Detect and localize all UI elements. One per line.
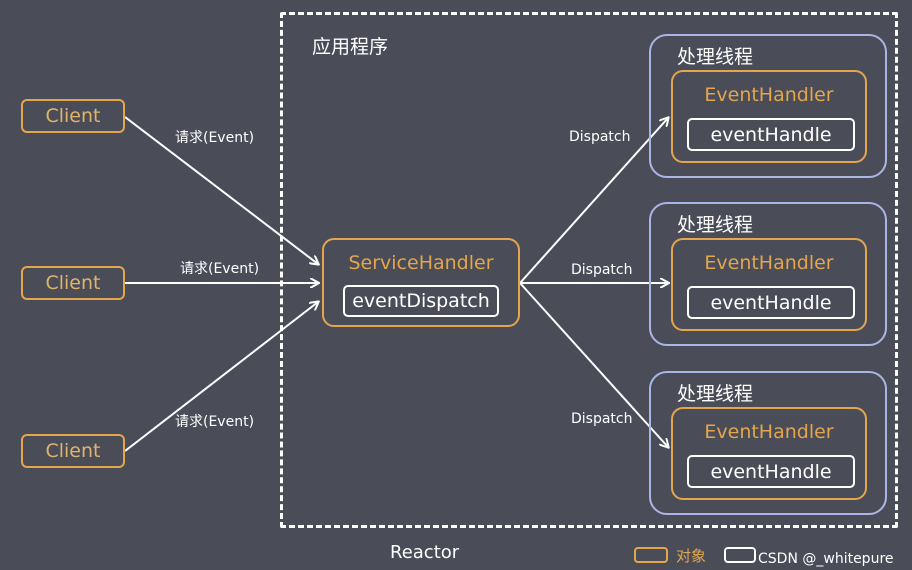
event-handler-box: EventHandler eventHandle bbox=[671, 407, 867, 500]
event-handler-title: EventHandler bbox=[704, 421, 834, 443]
request-label-2: 请求(Event) bbox=[180, 261, 260, 277]
event-handler-box: EventHandler eventHandle bbox=[671, 238, 867, 331]
legend-method-swatch bbox=[724, 547, 756, 563]
event-handle-method: eventHandle bbox=[687, 118, 855, 151]
legend-object-swatch bbox=[634, 547, 668, 563]
application-boundary bbox=[280, 12, 898, 528]
processing-thread-2: 处理线程 EventHandler eventHandle bbox=[649, 202, 887, 346]
request-label-1: 请求(Event) bbox=[175, 130, 255, 146]
processing-thread-3: 处理线程 EventHandler eventHandle bbox=[649, 371, 887, 515]
dispatch-label-2: Dispatch bbox=[571, 262, 633, 278]
client1-to-service-arrow bbox=[124, 116, 318, 264]
thread-title: 处理线程 bbox=[677, 383, 754, 405]
client-box-2: Client bbox=[21, 266, 125, 300]
dispatch-label-3: Dispatch bbox=[571, 411, 633, 427]
client-box-1: Client bbox=[21, 99, 125, 133]
reactor-label: Reactor bbox=[390, 542, 460, 563]
event-handler-title: EventHandler bbox=[704, 84, 834, 106]
watermark-text: CSDN @_whitepure bbox=[758, 551, 894, 567]
request-label-3: 请求(Event) bbox=[175, 414, 255, 430]
client3-to-service-arrow bbox=[124, 302, 318, 452]
service-handler-title: ServiceHandler bbox=[348, 252, 494, 274]
service-to-thread3-arrow bbox=[519, 282, 668, 447]
thread-title: 处理线程 bbox=[677, 214, 754, 236]
event-handle-method: eventHandle bbox=[687, 286, 855, 319]
event-dispatch-method: eventDispatch bbox=[343, 285, 499, 317]
event-handler-box: EventHandler eventHandle bbox=[671, 70, 867, 163]
client-box-3: Client bbox=[21, 434, 125, 468]
service-handler-box: ServiceHandler eventDispatch bbox=[322, 238, 520, 327]
thread-title: 处理线程 bbox=[677, 46, 754, 68]
event-handle-method: eventHandle bbox=[687, 455, 855, 488]
service-to-thread1-arrow bbox=[519, 118, 668, 284]
legend-object-label: 对象 bbox=[676, 547, 707, 565]
processing-thread-1: 处理线程 EventHandler eventHandle bbox=[649, 34, 887, 178]
application-title: 应用程序 bbox=[312, 36, 389, 58]
event-handler-title: EventHandler bbox=[704, 252, 834, 274]
dispatch-label-1: Dispatch bbox=[569, 129, 631, 145]
